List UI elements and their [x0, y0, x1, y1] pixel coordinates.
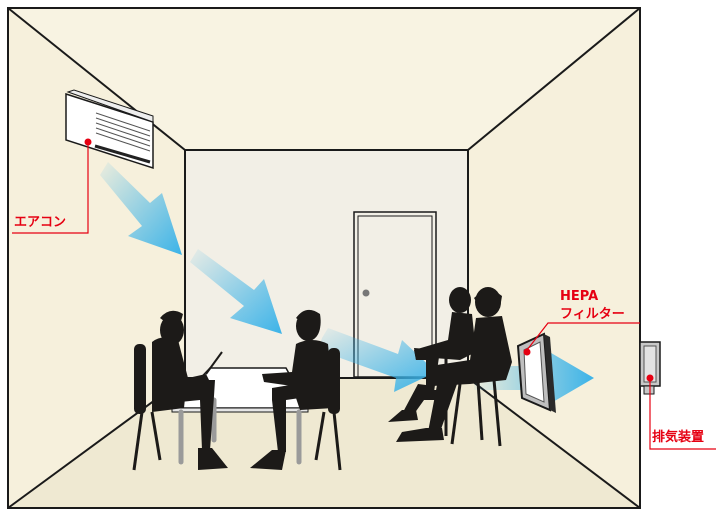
hepa-label-line2: フィルター	[560, 307, 625, 322]
exhaust-label: 排気装置	[652, 429, 704, 445]
aircon-label: エアコン	[14, 215, 66, 230]
callouts	[12, 142, 716, 450]
person-center	[250, 309, 342, 471]
hepa-label-line1: HEPA	[560, 289, 598, 304]
hepa-callout-dot	[523, 348, 531, 356]
airflow-arrow-1	[100, 162, 182, 255]
door-knob	[362, 289, 370, 297]
floor	[8, 378, 640, 508]
room	[7, 7, 641, 509]
air-conditioner	[65, 89, 154, 170]
ceiling	[8, 8, 640, 150]
exhaust-callout-line	[649, 378, 716, 450]
aircon-callout-line	[12, 142, 89, 234]
airflow-arrow-3	[318, 328, 436, 392]
exhaust-callout-dot	[646, 374, 654, 382]
aircon-callout-dot	[84, 138, 92, 146]
person-right	[388, 287, 512, 447]
airflow-arrow-2	[190, 249, 282, 334]
exhaust-device	[639, 341, 661, 395]
people	[132, 287, 512, 471]
hepa-callout-line	[526, 322, 640, 351]
person-left	[132, 310, 228, 471]
